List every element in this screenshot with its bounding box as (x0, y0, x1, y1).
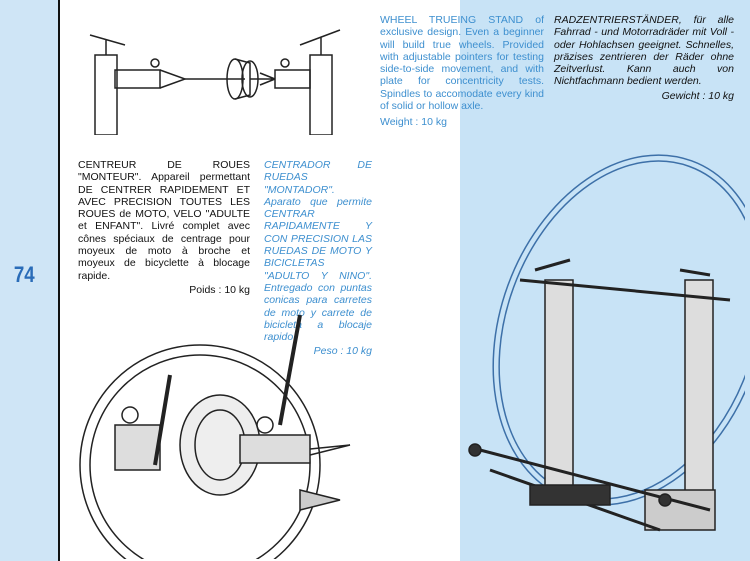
weight-english: Weight : 10 kg (380, 116, 447, 129)
description-german-text: RADZENTRIERSTÄNDER, für alle Fahrrad - u… (554, 14, 734, 88)
description-english-text: WHEEL TRUEING STAND of exclusive design.… (380, 14, 544, 113)
page-number: 74 (13, 262, 35, 287)
weight-german: Gewicht : 10 kg (661, 89, 734, 102)
description-spanish: CENTRADOR DE RUEDAS "MONTADOR". Aparato … (264, 159, 372, 358)
hub-spindle-illustration (89, 29, 341, 135)
trueing-stand-illustration (468, 154, 745, 532)
page-margin: 74 (0, 0, 60, 561)
wheel-hub-illustration (79, 314, 351, 559)
description-french-text: CENTREUR DE ROUES "MONTEUR". Appareil pe… (78, 159, 250, 282)
weight-spanish: Peso : 10 kg (313, 345, 372, 358)
weight-french: Poids : 10 kg (189, 283, 250, 296)
description-english: WHEEL TRUEING STAND of exclusive design.… (380, 14, 544, 129)
description-spanish-text: CENTRADOR DE RUEDAS "MONTADOR". Aparato … (264, 159, 372, 344)
description-german: RADZENTRIERSTÄNDER, für alle Fahrrad - u… (554, 14, 734, 102)
description-french: CENTREUR DE ROUES "MONTEUR". Appareil pe… (78, 159, 250, 296)
